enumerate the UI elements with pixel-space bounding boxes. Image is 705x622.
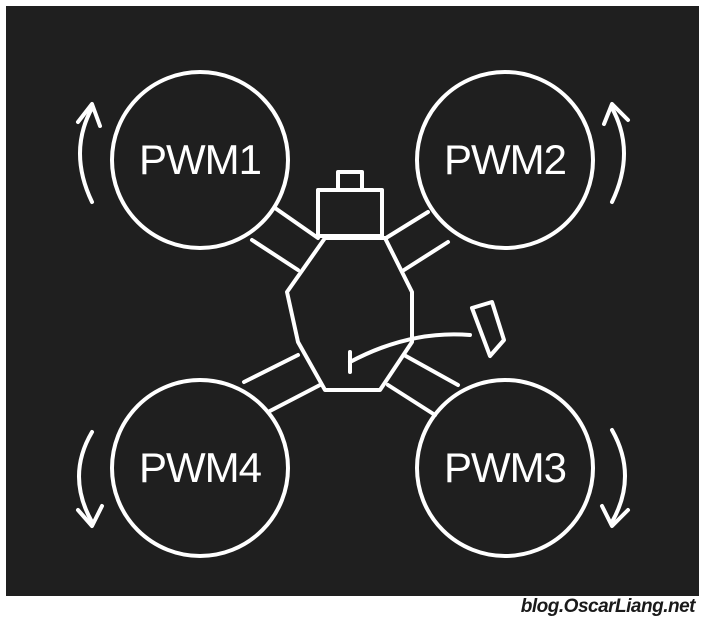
motor-pwm3 (415, 378, 595, 558)
motor-pwm4 (110, 378, 290, 558)
camera-mount (316, 188, 384, 238)
motor-label-pwm2: PWM2 (444, 136, 567, 183)
antenna-tip (470, 300, 506, 358)
watermark: blog.OscarLiang.net (520, 596, 696, 617)
motor-label-pwm4: PWM4 (139, 444, 262, 491)
diagram-panel (6, 6, 699, 596)
rotation-arrow-pwm3 (600, 428, 630, 528)
arm-rear-right (386, 353, 460, 417)
motor-pwm2 (415, 70, 595, 250)
camera-lens (336, 170, 364, 192)
arm-front-right (384, 210, 450, 272)
motor-pwm1 (110, 70, 290, 250)
rotation-arrow-pwm2 (602, 102, 630, 204)
rotation-arrow-pwm4 (76, 430, 104, 528)
frame-body (285, 236, 414, 392)
arm-rear-left (242, 353, 322, 414)
motor-label-pwm3: PWM3 (444, 444, 567, 491)
motor-label-pwm1: PWM1 (139, 136, 262, 183)
antenna (348, 332, 472, 364)
arm-front-left (250, 206, 320, 272)
rotation-arrow-pwm1 (76, 102, 102, 204)
